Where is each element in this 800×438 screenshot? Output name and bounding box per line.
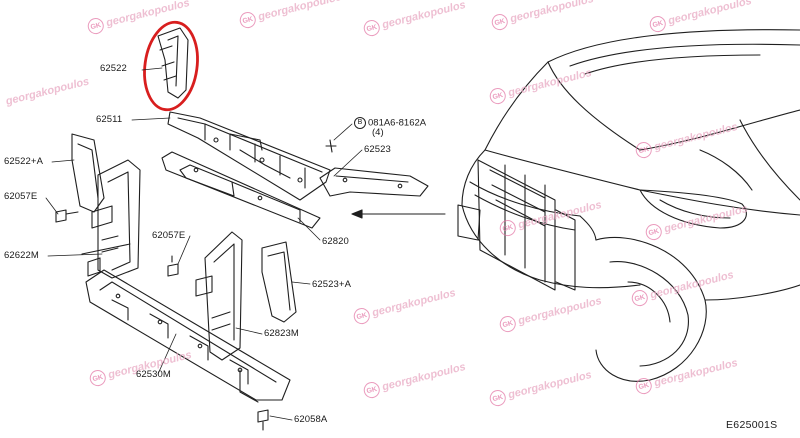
- highlight-ring: [143, 20, 199, 112]
- part-label-62823M: 62823M: [264, 328, 299, 339]
- part-label-62523: 62523: [364, 144, 391, 155]
- part-62622M-shape: [81, 159, 141, 279]
- part-label-62511: 62511: [96, 114, 123, 125]
- part-62522A-shape: [71, 133, 105, 213]
- part-label-62522: 62522: [100, 63, 127, 74]
- part-62823M-shape: [195, 231, 243, 361]
- bolt-quantity: (4): [372, 127, 384, 138]
- part-label-62622M: 62622M: [4, 250, 39, 261]
- part-label-62057E-mid: 62057E: [152, 230, 186, 241]
- leader-lines: [45, 67, 363, 421]
- bolt-62057E-mid-shape: [167, 255, 179, 277]
- part-62530M-shape: [85, 269, 291, 403]
- part-label-62057E-left: 62057E: [4, 191, 38, 202]
- part-label-62820: 62820: [322, 236, 349, 247]
- car-illustration: [457, 29, 800, 382]
- part-label-62530M: 62530M: [136, 369, 171, 380]
- bolt-62057E-left-shape: [55, 209, 79, 223]
- bolt-marker-icon: B: [354, 117, 366, 129]
- part-label-62523A: 62523+A: [312, 279, 352, 290]
- diagram-reference: E625001S: [726, 419, 778, 431]
- bolt-62058A-shape: [257, 409, 269, 431]
- part-62820-shape: [161, 151, 321, 229]
- part-62523-shape: [319, 139, 429, 197]
- part-62511-shape: [167, 111, 331, 201]
- part-label-62522A: 62522+A: [4, 156, 44, 167]
- part-label-62058A: 62058A: [294, 414, 328, 425]
- part-62523A-shape: [261, 241, 297, 323]
- callout-arrow: [351, 209, 446, 219]
- part-62522-shape: [157, 27, 189, 99]
